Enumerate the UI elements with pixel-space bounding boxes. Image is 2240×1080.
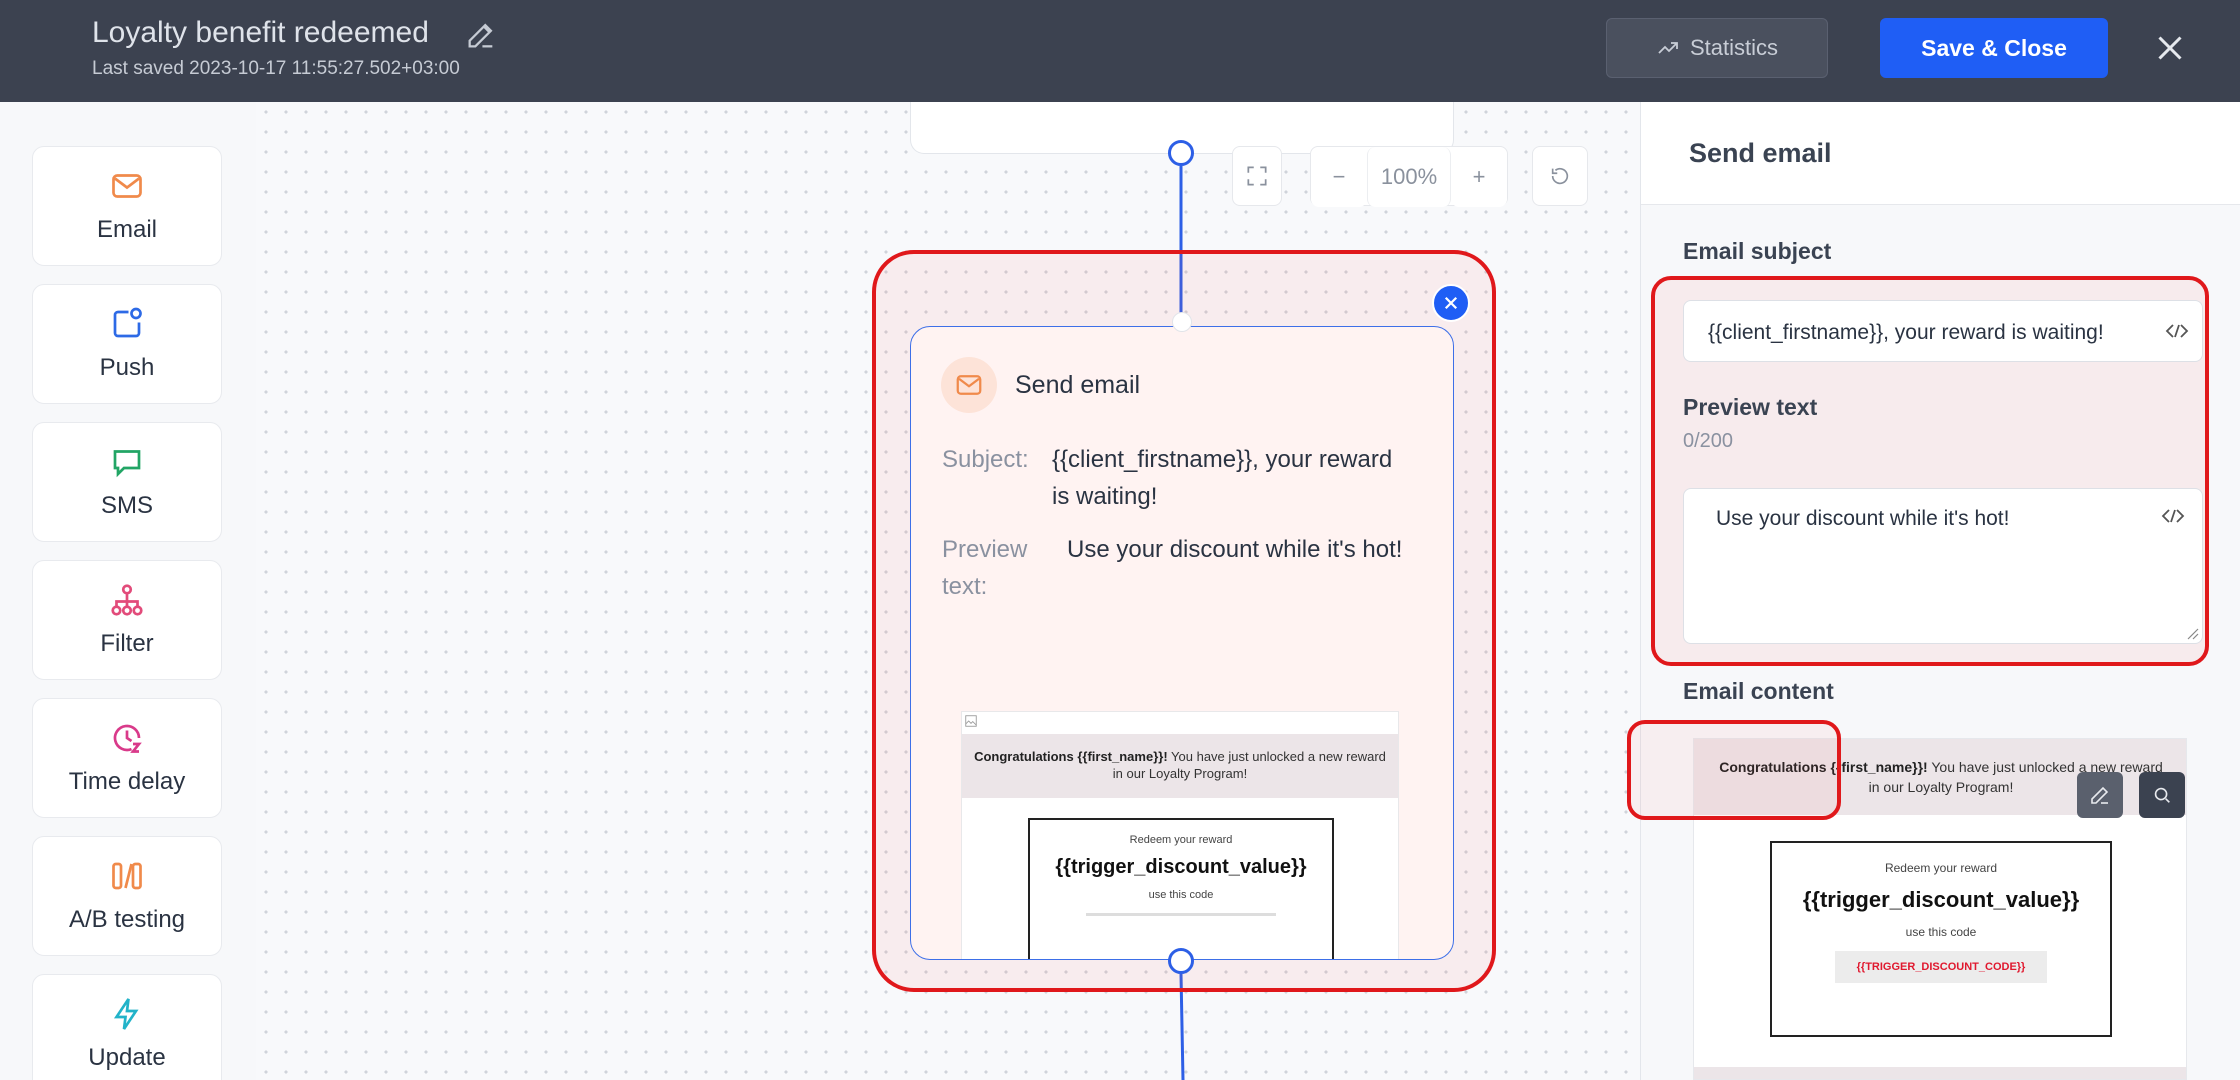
top-bar: Loyalty benefit redeemed Last saved 2023… xyxy=(0,0,2240,102)
thumbnail-reward-box: Redeem your reward {{trigger_discount_va… xyxy=(1028,818,1334,959)
panel-title: Send email xyxy=(1689,138,1832,168)
close-icon xyxy=(1444,296,1458,310)
fit-view-button[interactable] xyxy=(1232,146,1282,206)
thumbnail-headline: Congratulations {{first_name}}! You have… xyxy=(962,734,1398,798)
palette-item-label: SMS xyxy=(100,492,153,519)
thumbnail-code-pill-edge xyxy=(1086,913,1276,916)
palette-item-filter[interactable]: Filter xyxy=(32,560,222,680)
node-subject-line2: is waiting! xyxy=(1052,483,1158,510)
journey-title: Loyalty benefit redeemed xyxy=(92,16,429,49)
palette-item-label: Push xyxy=(99,354,155,381)
save-close-button[interactable]: Save & Close xyxy=(1880,18,2108,78)
zoom-level: 100% xyxy=(1367,147,1451,207)
statistics-label: Statistics xyxy=(1689,35,1779,60)
thumbnail-headline-bold: Congratulations {{first_name}}! xyxy=(974,749,1168,764)
palette-item-label: A/B testing xyxy=(68,906,186,933)
content-discount-value: {{trigger_discount_value}} xyxy=(1802,887,2080,912)
reset-view-button[interactable] xyxy=(1532,146,1588,206)
content-headline-line2: in our Loyalty Program! xyxy=(1868,779,2014,795)
fullscreen-icon xyxy=(1247,166,1267,186)
content-discount-code: {{TRIGGER_DISCOUNT_CODE}} xyxy=(1834,951,2048,983)
palette-item-email[interactable]: Email xyxy=(32,146,222,266)
content-redeem-text: Redeem your reward xyxy=(1884,861,1998,875)
email-subject-value: {{client_firstname}}, your reward is wai… xyxy=(1708,321,2104,344)
pencil-icon xyxy=(2091,786,2109,804)
node-title: Send email xyxy=(1015,371,1141,399)
edit-title-icon[interactable] xyxy=(464,18,498,52)
panel-divider xyxy=(1641,204,2240,205)
zoom-group: − 100% + xyxy=(1310,146,1508,207)
email-icon xyxy=(956,375,982,395)
time-delay-icon xyxy=(113,724,142,753)
palette-item-label: Time delay xyxy=(68,768,186,795)
content-headline-bold: Congratulations {{first_name}}! xyxy=(1719,759,1928,775)
personalization-icon[interactable] xyxy=(2165,319,2189,343)
highlight-content-actions xyxy=(1627,720,1841,820)
palette-item-label: Update xyxy=(88,1044,166,1071)
block-palette: Email Push SMS Filter Time delay A/B tes… xyxy=(0,102,256,1080)
thumbnail-headline-line2: in our Loyalty Program! xyxy=(1112,766,1248,781)
preview-text-value: Use your discount while it's hot! xyxy=(1716,507,2010,530)
preview-text-counter: 0/200 xyxy=(1683,430,1734,452)
connector-handle-bottom[interactable] xyxy=(1168,948,1194,974)
content-reward-box: Redeem your reward {{trigger_discount_va… xyxy=(1770,841,2112,1037)
palette-item-update[interactable]: Update xyxy=(32,974,222,1080)
connector-handle-top[interactable] xyxy=(1168,140,1194,166)
email-content-label: Email content xyxy=(1683,678,1834,704)
content-headline-rest: You have just unlocked a new reward xyxy=(1927,759,2163,775)
node-email-icon-badge xyxy=(941,357,997,413)
trend-up-icon xyxy=(1658,42,1678,54)
email-subject-label: Email subject xyxy=(1683,238,1832,264)
preview-text-label: Preview text xyxy=(1683,394,1818,420)
node-preview-label-line2: text: xyxy=(942,573,988,600)
last-saved-text: Last saved 2023-10-17 11:55:27.502+03:00 xyxy=(92,58,460,79)
palette-item-push[interactable]: Push xyxy=(32,284,222,404)
thumbnail-headline-rest: You have just unlocked a new reward xyxy=(1167,749,1386,764)
email-icon xyxy=(112,174,142,198)
palette-item-label: Email xyxy=(96,216,157,243)
filter-icon xyxy=(111,584,143,616)
content-footer-strip xyxy=(1694,1067,2186,1079)
send-email-node[interactable]: Send email Subject: {{client_firstname}}… xyxy=(910,326,1454,960)
update-icon xyxy=(113,998,139,1030)
sms-icon xyxy=(113,450,141,478)
email-subject-input[interactable]: {{client_firstname}}, your reward is wai… xyxy=(1683,300,2203,362)
ab-testing-icon xyxy=(112,862,142,890)
node-email-thumbnail: Congratulations {{first_name}}! You have… xyxy=(961,711,1399,959)
remove-node-button[interactable] xyxy=(1432,284,1470,322)
settings-panel: Send email Email subject {{client_firstn… xyxy=(1627,102,2240,1080)
zoom-in-button[interactable]: + xyxy=(1451,147,1507,207)
rotate-icon xyxy=(1551,167,1569,185)
personalization-icon[interactable] xyxy=(2161,504,2185,528)
preview-content-button[interactable] xyxy=(2139,772,2185,818)
zoom-out-button[interactable]: − xyxy=(1311,147,1367,207)
palette-item-sms[interactable]: SMS xyxy=(32,422,222,542)
close-icon[interactable] xyxy=(2152,30,2188,66)
search-icon xyxy=(2154,787,2170,803)
connector-port-in[interactable] xyxy=(1172,312,1192,332)
resize-handle-icon[interactable] xyxy=(2185,626,2199,640)
node-subject-label: Subject: xyxy=(942,446,1029,473)
node-preview-label-line1: Preview xyxy=(942,536,1028,563)
palette-item-time-delay[interactable]: Time delay xyxy=(32,698,222,818)
zoom-controls: − 100% + xyxy=(1232,146,1588,207)
thumbnail-redeem-text: Redeem your reward xyxy=(1129,834,1233,846)
broken-image-icon xyxy=(965,715,977,727)
palette-item-ab-testing[interactable]: A/B testing xyxy=(32,836,222,956)
statistics-button[interactable]: Statistics xyxy=(1606,18,1828,78)
push-icon xyxy=(113,307,142,338)
node-preview-value: Use your discount while it's hot! xyxy=(1067,536,1403,563)
thumbnail-use-code: use this code xyxy=(1148,889,1214,901)
palette-item-label: Filter xyxy=(100,630,154,657)
edit-content-button[interactable] xyxy=(2077,772,2123,818)
node-subject-line1: {{client_firstname}}, your reward xyxy=(1052,446,1393,473)
thumbnail-discount-value: {{trigger_discount_value}} xyxy=(1055,856,1307,878)
content-use-code: use this code xyxy=(1905,925,1977,939)
preview-text-textarea[interactable]: Use your discount while it's hot! xyxy=(1683,488,2203,644)
